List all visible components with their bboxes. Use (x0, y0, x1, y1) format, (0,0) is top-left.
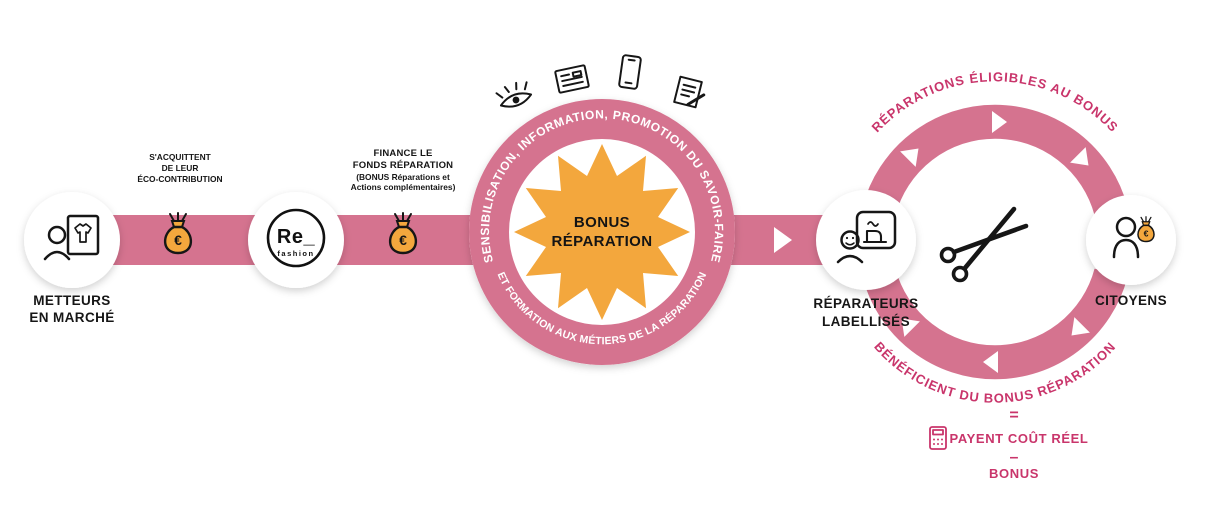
arrow-icon (900, 148, 919, 167)
smartphone-icon (618, 54, 642, 90)
citoyens-label: CITOYENS (1095, 293, 1167, 308)
band-arrow-icon (774, 227, 792, 253)
arrow-icon (983, 351, 998, 373)
newspaper-icon (554, 64, 590, 94)
eco-contribution-line3: ÉCO-CONTRIBUTION (137, 173, 222, 184)
citizen-icon (1112, 216, 1140, 259)
arrow-icon (992, 111, 1007, 133)
equals-sign: = (1009, 407, 1018, 424)
refashion-circle (248, 192, 344, 288)
document-pencil-icon (673, 75, 706, 109)
cycle-arrow-icons (900, 111, 1090, 373)
bonus-text: BONUS (989, 466, 1039, 481)
reparateurs-label-line1: RÉPARATEURS (813, 296, 918, 311)
refashion-logo-main: Re_ (277, 226, 316, 248)
fonds-line4: Actions complémentaires) (351, 182, 456, 192)
bonus-starburst (514, 144, 690, 320)
metteurs-label-line2: EN MARCHÉ (29, 310, 114, 325)
cycle-top-arc (862, 104, 1128, 216)
fonds-line2: FONDS RÉPARATION (353, 160, 454, 171)
arrow-icon (1071, 317, 1090, 336)
burst-text-line2: RÉPARATION (552, 233, 653, 250)
arrow-icon (901, 318, 920, 337)
reparateurs-label-line2: LABELLISÉS (822, 314, 910, 329)
metteurs-circle (24, 192, 120, 288)
burst-text-line1: BONUS (574, 214, 630, 231)
minus-sign: – (1010, 449, 1019, 466)
fonds-line3: (BONUS Réparations et (356, 172, 450, 182)
cycle-bottom-arc (862, 268, 1128, 380)
scissors-icon (939, 206, 1029, 283)
fonds-line1: FINANCE LE (374, 148, 433, 159)
arrow-icon (1070, 147, 1089, 166)
eco-contribution-line1: S'ACQUITTENT (149, 152, 211, 162)
cost-line-text: PAYENT COÛT RÉEL (950, 431, 1089, 446)
metteurs-label-line1: METTEURS (33, 293, 110, 308)
refashion-logo-icon (266, 208, 326, 268)
eco-contribution-line2: DE LEUR (162, 163, 199, 173)
repairer-icon (836, 210, 897, 264)
hub-ring (469, 99, 735, 365)
eye-icon (495, 81, 533, 108)
merchant-icon (43, 214, 100, 261)
refashion-logo-sub: fashion (277, 249, 314, 258)
calculator-icon (929, 426, 947, 450)
